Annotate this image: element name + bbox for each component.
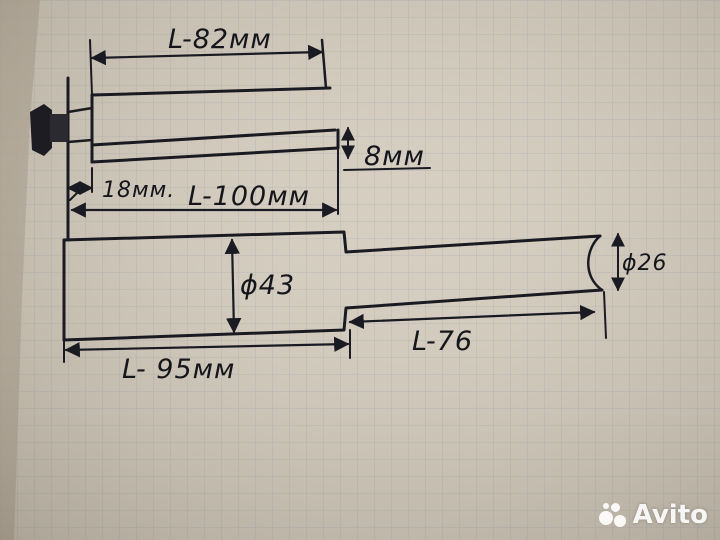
- dim-thickness: 8мм: [341, 126, 431, 172]
- label-offset: 18мм.: [102, 178, 175, 203]
- dim-small-diameter: ϕ26: [611, 232, 668, 292]
- avito-watermark: Avito: [598, 500, 708, 530]
- dim-large-diameter: ϕ43: [224, 238, 295, 334]
- label-thickness: 8мм: [364, 141, 425, 172]
- label-top-length: L-82мм: [168, 24, 272, 55]
- dim-top-length: L-82мм: [89, 24, 324, 96]
- avito-logo-icon: [598, 501, 627, 529]
- label-large-length: L- 95мм: [122, 354, 235, 385]
- label-small-diameter: ϕ26: [622, 251, 668, 276]
- shaft-part: [62, 230, 604, 342]
- label-large-diameter: ϕ43: [240, 270, 295, 301]
- label-total-length: L-100мм: [188, 181, 310, 212]
- avito-wordmark: Avito: [632, 500, 708, 530]
- knob-icon: [30, 104, 68, 156]
- label-small-length: L-76: [412, 326, 473, 357]
- rod-part: [66, 38, 340, 242]
- dim-total-length: L-100мм: [70, 149, 339, 218]
- dim-small-length: L-76: [348, 291, 607, 357]
- dim-large-length: L- 95мм: [63, 329, 351, 385]
- dim-offset: 18мм.: [66, 167, 175, 203]
